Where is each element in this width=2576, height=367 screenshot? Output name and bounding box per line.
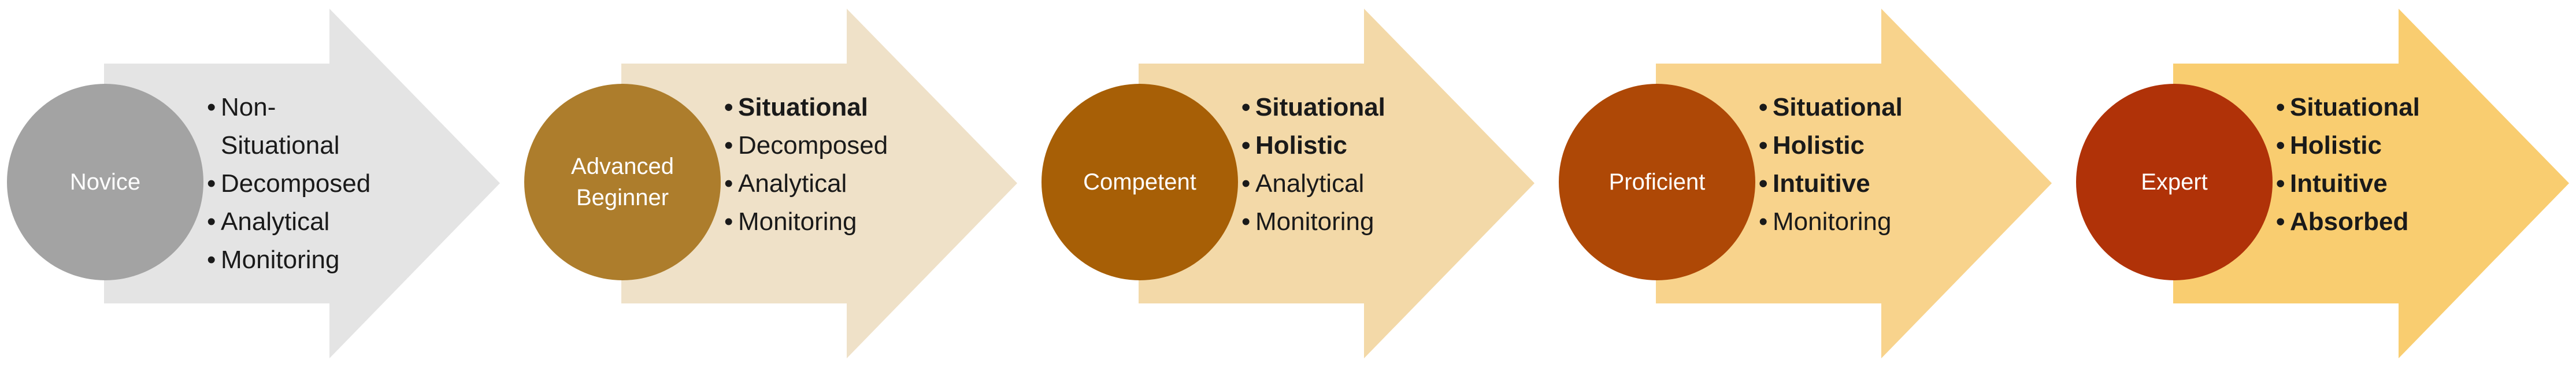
attribute-item: Holistic bbox=[1241, 127, 1380, 165]
attribute-item: Decomposed bbox=[207, 165, 370, 203]
attribute-item: Intuitive bbox=[2276, 165, 2415, 203]
attribute-item: Situational bbox=[724, 88, 868, 127]
attribute-item: Absorbed bbox=[2276, 203, 2415, 241]
stage-label: Proficient bbox=[1608, 169, 1706, 195]
attribute-list: SituationalHolisticAnalyticalMonitoring bbox=[1241, 88, 1385, 241]
attribute-list: SituationalDecomposedAnalyticalMonitorin… bbox=[724, 88, 888, 241]
stage-expert: Expert SituationalHolisticIntuitiveAbsorb… bbox=[2069, 0, 2576, 367]
stage-novice: Novice Non-SituationalDecomposedAnalytica… bbox=[0, 0, 514, 367]
stage-circle: Competent bbox=[1041, 84, 1238, 280]
attribute-item: Holistic bbox=[1759, 127, 1897, 165]
attribute-item: Non-Situational bbox=[207, 88, 346, 165]
attribute-item: Situational bbox=[1241, 88, 1385, 127]
attribute-item: Monitoring bbox=[1759, 203, 1897, 241]
attribute-list: SituationalHolisticIntuitiveMonitoring bbox=[1759, 88, 1903, 241]
stage-competent: Competent SituationalHolisticAnalyticalMo… bbox=[1035, 0, 1549, 367]
attribute-list: SituationalHolisticIntuitiveAbsorbed bbox=[2276, 88, 2420, 241]
attribute-item: Analytical bbox=[207, 203, 346, 241]
stage-circle: Expert bbox=[2076, 84, 2273, 280]
attribute-item: Analytical bbox=[724, 165, 863, 203]
attribute-item: Monitoring bbox=[724, 203, 863, 241]
attribute-list: Non-SituationalDecomposedAnalyticalMonit… bbox=[207, 88, 370, 279]
attribute-item: Situational bbox=[2276, 88, 2420, 127]
stage-circle: Proficient bbox=[1559, 84, 1755, 280]
stage-advanced-beginner: Advanced Beginner SituationalDecomposedAn… bbox=[517, 0, 1032, 367]
attribute-item: Analytical bbox=[1241, 165, 1380, 203]
stage-circle: Advanced Beginner bbox=[524, 84, 721, 280]
stage-circle: Novice bbox=[7, 84, 203, 280]
attribute-item: Decomposed bbox=[724, 127, 888, 165]
stage-label: Novice bbox=[69, 169, 141, 195]
attribute-item: Holistic bbox=[2276, 127, 2415, 165]
stage-label: Advanced Beginner bbox=[571, 154, 674, 210]
attribute-item: Monitoring bbox=[1241, 203, 1380, 241]
attribute-item: Intuitive bbox=[1759, 165, 1897, 203]
attribute-item: Situational bbox=[1759, 88, 1903, 127]
stage-label: Expert bbox=[2141, 169, 2208, 195]
attribute-item: Monitoring bbox=[207, 241, 346, 279]
stage-label: Competent bbox=[1083, 169, 1196, 195]
stage-proficient: Proficient SituationalHolisticIntuitiveMo… bbox=[1552, 0, 2066, 367]
